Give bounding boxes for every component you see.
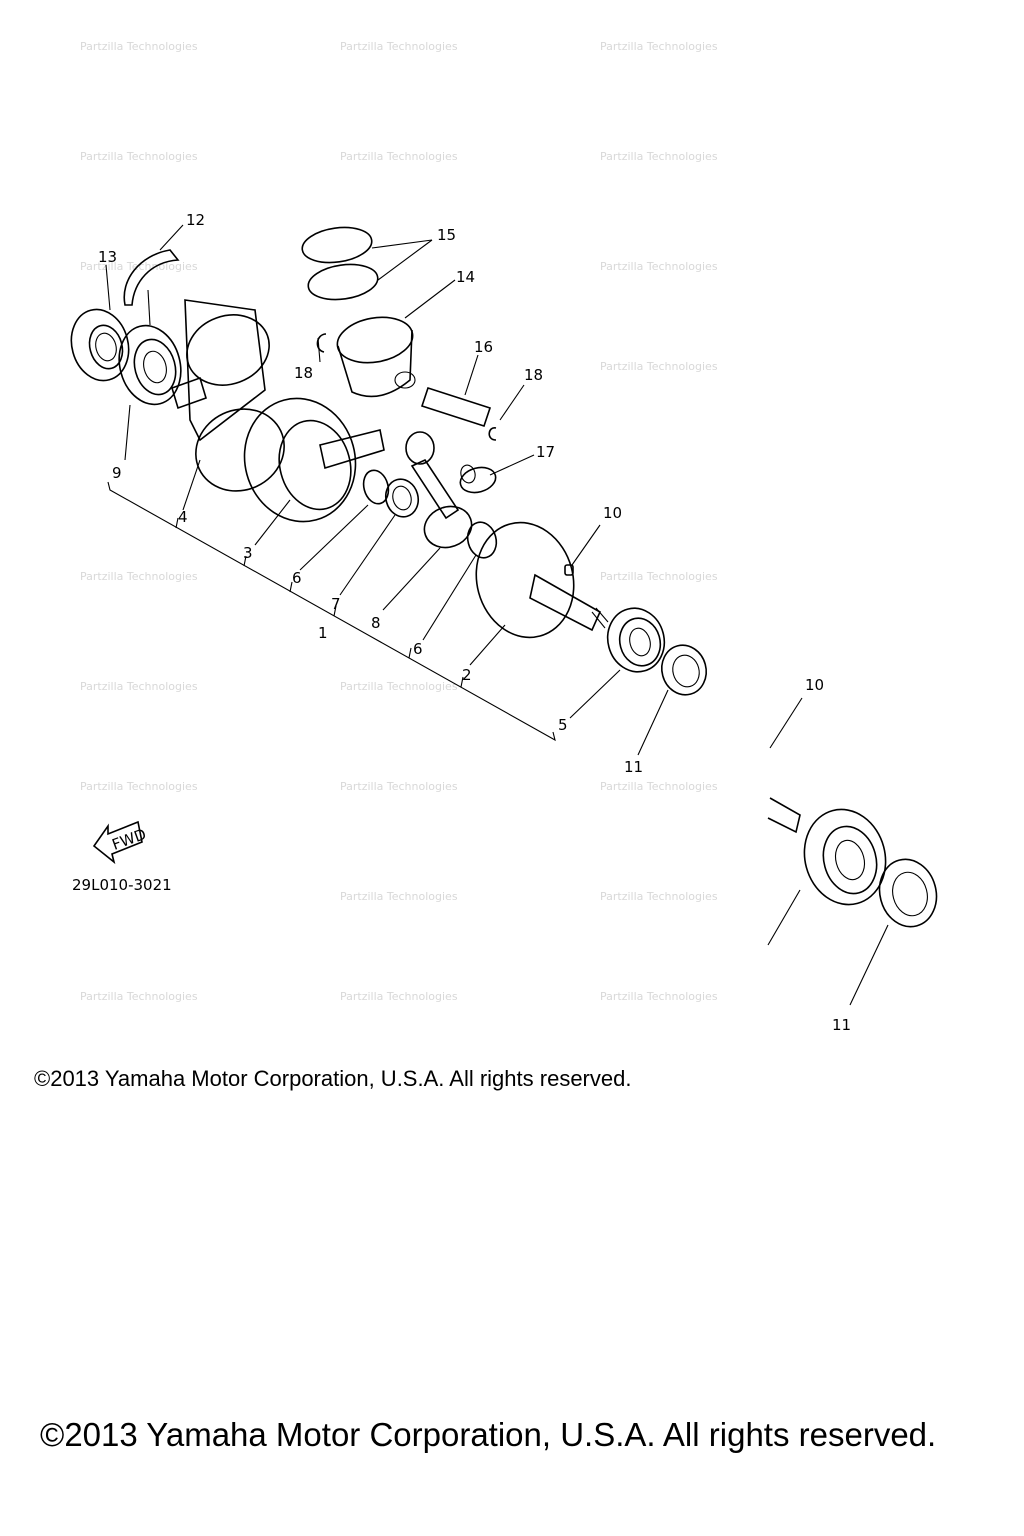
svg-text:Partzilla Technologies: Partzilla Technologies (80, 990, 198, 1003)
callout-14: 14 (456, 268, 475, 286)
callout-9: 9 (112, 464, 122, 482)
piston-pin-clip-left (316, 333, 327, 353)
detail-inset-right (767, 797, 938, 928)
callout-12: 12 (186, 211, 205, 229)
callout-3: 3 (243, 544, 253, 562)
callout-18a: 18 (294, 364, 313, 382)
callout-10a: 10 (603, 504, 622, 522)
piston-pin (420, 386, 492, 428)
assembly-bracket (107, 481, 556, 742)
detail-bearing (803, 808, 887, 906)
copyright-notice-small: ©2013 Yamaha Motor Corporation, U.S.A. A… (34, 1066, 632, 1091)
svg-text:Partzilla Technologies: Partzilla Technologies (340, 150, 458, 163)
svg-text:Partzilla Technologies: Partzilla Technologies (80, 40, 198, 53)
detail-oil-seal (878, 858, 938, 928)
crank-shaft-left-stub (171, 376, 207, 410)
svg-text:Partzilla Technologies: Partzilla Technologies (80, 780, 198, 793)
crank-web-left (184, 299, 285, 492)
connecting-rod (405, 431, 473, 549)
small-end-bearing (459, 464, 497, 494)
svg-text:Partzilla Technologies: Partzilla Technologies (80, 680, 198, 693)
callout-4: 4 (178, 508, 188, 526)
svg-text:Partzilla Technologies: Partzilla Technologies (80, 260, 198, 273)
svg-text:Partzilla Technologies: Partzilla Technologies (600, 780, 718, 793)
needle-bearing-big-end (384, 478, 420, 518)
piston-pin-clip-right (488, 427, 497, 441)
oil-seal-left (70, 308, 130, 382)
svg-text:Partzilla Technologies: Partzilla Technologies (600, 360, 718, 373)
callout-6b: 6 (413, 640, 423, 658)
piston (336, 316, 416, 398)
bearing-right (606, 607, 666, 673)
svg-text:Partzilla Technologies: Partzilla Technologies (340, 890, 458, 903)
reference-code: 29L010-3021 (72, 876, 172, 894)
fwd-arrow: FWD (92, 820, 149, 865)
callout-5: 5 (558, 716, 568, 734)
thrust-washer-left (362, 469, 390, 505)
callout-15: 15 (437, 226, 456, 244)
thrust-washer-right (466, 521, 498, 559)
svg-text:Partzilla Technologies: Partzilla Technologies (600, 890, 718, 903)
svg-text:Partzilla Technologies: Partzilla Technologies (600, 260, 718, 273)
svg-text:Partzilla Technologies: Partzilla Technologies (600, 570, 718, 583)
crank-web-right (475, 521, 609, 639)
svg-text:Partzilla Technologies: Partzilla Technologies (340, 680, 458, 693)
svg-text:Partzilla Technologies: Partzilla Technologies (340, 780, 458, 793)
callout-18b: 18 (524, 366, 543, 384)
svg-text:Partzilla Technologies: Partzilla Technologies (80, 570, 198, 583)
copyright-notice-large: ©2013 Yamaha Motor Corporation, U.S.A. A… (40, 1416, 937, 1453)
woodruff-key (564, 564, 574, 576)
svg-text:Partzilla Technologies: Partzilla Technologies (340, 990, 458, 1003)
piston-rings (301, 226, 379, 301)
callout-16: 16 (474, 338, 493, 356)
callout-2: 2 (462, 666, 472, 684)
leader-lines (105, 224, 889, 1006)
oil-seal-right (660, 644, 708, 696)
bearing-left (118, 324, 182, 406)
svg-text:Partzilla Technologies: Partzilla Technologies (600, 150, 718, 163)
svg-text:Partzilla Technologies: Partzilla Technologies (600, 990, 718, 1003)
crankshaft-piston-exploded-diagram: Partzilla Technologies Partzilla Technol… (70, 40, 938, 1034)
callout-13: 13 (98, 248, 117, 266)
svg-text:Partzilla Technologies: Partzilla Technologies (600, 40, 718, 53)
crank-web-disc (243, 397, 385, 523)
fwd-label: FWD (110, 825, 149, 854)
callout-6a: 6 (292, 569, 302, 587)
callout-10b: 10 (805, 676, 824, 694)
callout-numbers: 1 2 3 4 5 6 6 7 8 9 10 10 11 11 12 13 14… (98, 211, 851, 1034)
callout-7: 7 (331, 595, 341, 613)
callout-11b: 11 (832, 1016, 851, 1034)
callout-17: 17 (536, 443, 555, 461)
svg-text:Partzilla Technologies: Partzilla Technologies (340, 40, 458, 53)
callout-8: 8 (371, 614, 381, 632)
svg-text:Partzilla Technologies: Partzilla Technologies (80, 150, 198, 163)
callout-1: 1 (318, 624, 328, 642)
callout-11a: 11 (624, 758, 643, 776)
circlip (123, 249, 180, 306)
watermark-grid: Partzilla Technologies Partzilla Technol… (80, 40, 718, 1003)
